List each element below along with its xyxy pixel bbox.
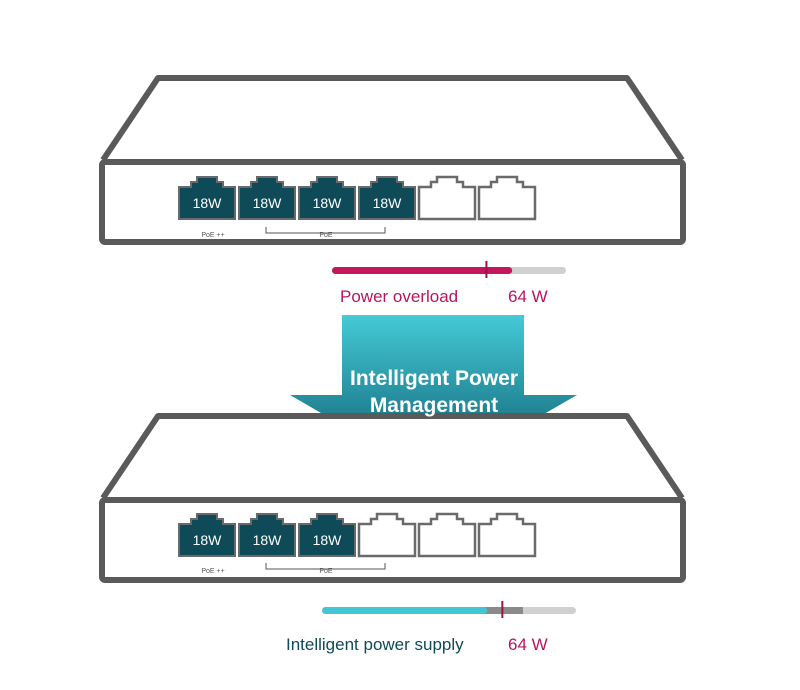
unpowered-port [417,512,477,558]
port-power-label: 18W [253,532,283,548]
supply-label: Intelligent power supply [286,635,464,654]
unpowered-port [477,175,537,221]
arrow-title: Intelligent Power Management [300,365,568,419]
poe-plus-label: PoE ++ [201,232,224,239]
port-power-label: 18W [193,532,223,548]
unpowered-port [477,512,537,558]
port-power-label: 18W [373,195,403,211]
unpowered-port [357,512,417,558]
powered-port [178,176,236,220]
arrow-title-line2: Management [369,394,499,417]
top-switch: 18W 18W 18W 18W PoE ++ PoE [99,75,686,245]
powered-port [238,176,296,220]
port-power-label: 18W [313,195,343,211]
arrow-title-line1: Intelligent Power [349,367,519,390]
top-power-meter [332,261,566,278]
management-arrow [290,315,577,478]
powered-port [298,176,356,220]
powered-port [358,176,416,220]
port-power-label: 18W [313,532,343,548]
powered-port [178,513,236,557]
poe-plus-label: PoE ++ [201,568,224,575]
overload-value: 64 W [508,287,548,306]
unpowered-port [417,175,477,221]
port-power-label: 18W [253,195,283,211]
poe-label: PoE [319,568,333,575]
bottom-switch: 18W 18W 18W PoE ++ PoE [99,413,686,583]
powered-port [298,513,356,557]
overload-label: Power overload [340,287,459,306]
bottom-power-meter [322,601,576,618]
powered-port [238,513,296,557]
poe-label: PoE [319,232,333,239]
port-power-label: 18W [193,195,223,211]
supply-value: 64 W [508,635,548,654]
